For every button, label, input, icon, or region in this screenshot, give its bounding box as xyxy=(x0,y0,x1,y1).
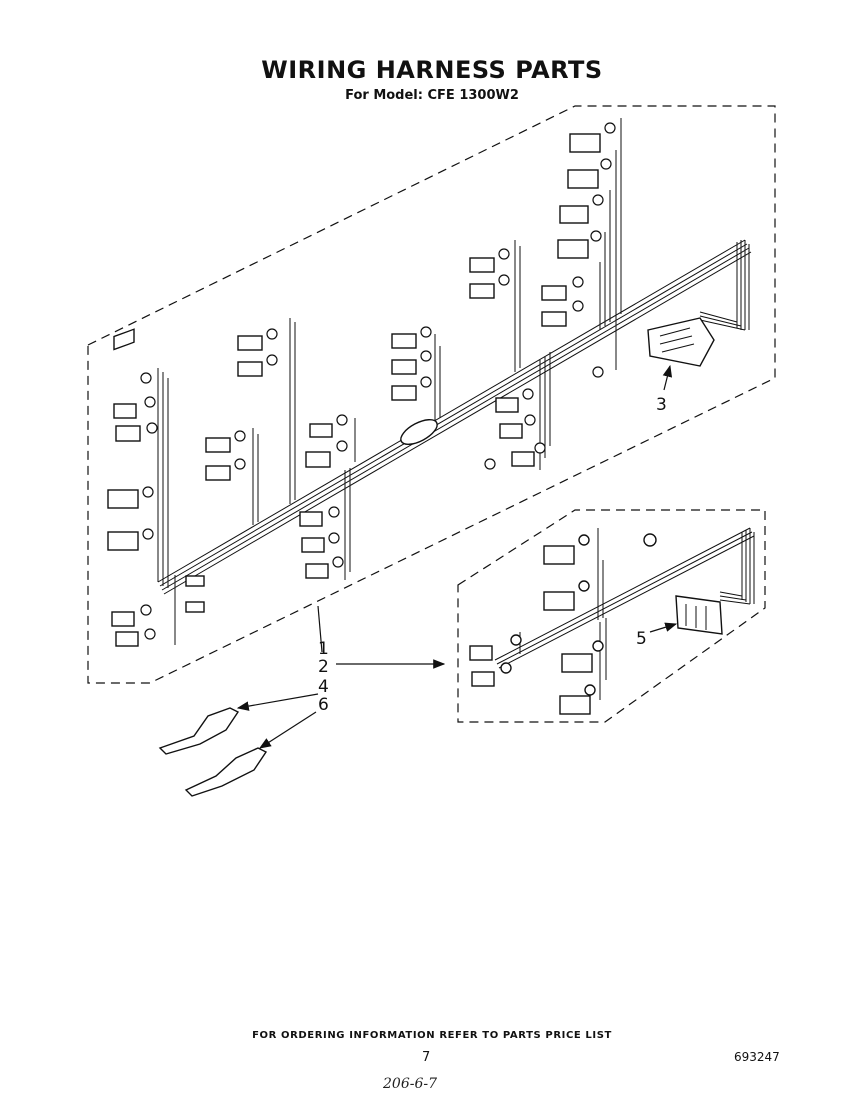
secondary-harness-outline xyxy=(457,509,766,723)
callout-4: 4 xyxy=(318,677,329,697)
main-harness-branches xyxy=(157,118,622,645)
main-harness-outline xyxy=(87,105,776,684)
page-number: 7 xyxy=(422,1050,431,1065)
document-number: 693247 xyxy=(734,1050,780,1064)
leader-lines xyxy=(236,364,678,749)
page-title: WIRING HARNESS PARTS xyxy=(261,56,603,84)
callout-1: 1 xyxy=(318,639,329,659)
ordering-note: FOR ORDERING INFORMATION REFER TO PARTS … xyxy=(252,1030,612,1041)
connector-rings xyxy=(140,122,616,640)
secondary-harness-wires xyxy=(494,527,755,700)
terminal-block-5 xyxy=(675,595,723,635)
model-subtitle: For Model: CFE 1300W2 xyxy=(345,88,519,103)
callout-2: 2 xyxy=(318,657,329,677)
terminal-6 xyxy=(184,747,268,797)
secondary-harness-connectors xyxy=(469,533,657,715)
main-harness-trunk xyxy=(157,239,752,595)
splice-sleeve xyxy=(400,418,438,446)
handwritten-note: 206-6-7 xyxy=(383,1076,437,1092)
main-harness-connectors xyxy=(107,133,601,647)
callout-5: 5 xyxy=(636,629,647,649)
terminal-4 xyxy=(158,707,240,755)
terminal-block-3 xyxy=(647,317,715,367)
callout-3: 3 xyxy=(656,395,667,415)
connector-plug xyxy=(113,328,135,351)
callout-6: 6 xyxy=(318,695,329,715)
